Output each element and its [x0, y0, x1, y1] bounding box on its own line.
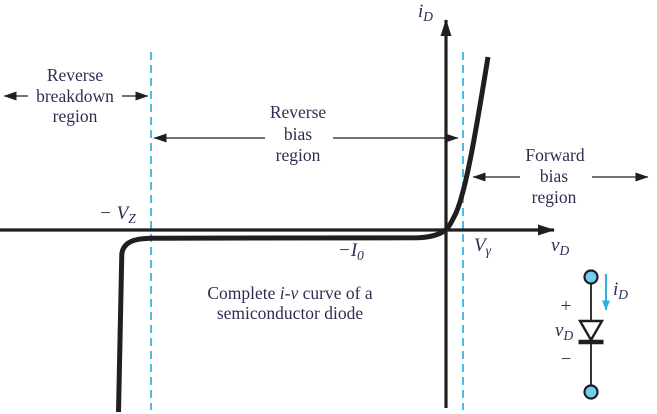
- caption-italic: i-v: [280, 283, 299, 303]
- caption-pre: Complete: [207, 283, 279, 303]
- diode-bottom-terminal: [583, 384, 599, 400]
- diode-current-base: i: [613, 279, 618, 300]
- annotation-arrows: [3, 91, 649, 182]
- figure-caption: Complete i-v curve of a semiconductor di…: [207, 283, 372, 323]
- forward-bias-line2: bias: [540, 166, 568, 186]
- neg-vz-label: − VZ: [99, 203, 136, 226]
- y-axis-label-base: i: [418, 1, 423, 22]
- reverse-breakdown-line2: breakdown: [36, 86, 114, 106]
- forward-bias-line3: region: [532, 187, 577, 207]
- diode-triangle-icon: [577, 319, 605, 343]
- diode-voltage-base: v: [555, 320, 564, 341]
- y-axis-label: iD: [418, 1, 433, 24]
- neg-i0-label: −I0: [338, 240, 364, 263]
- diode-current-label: iD: [613, 279, 628, 302]
- neg-i0-base: −I: [338, 240, 359, 261]
- iv-curve: [116, 56, 491, 413]
- x-axis-label-base: v: [551, 235, 560, 256]
- diode-voltage-label: vD: [555, 320, 573, 343]
- diode-voltage-sub: D: [562, 328, 573, 343]
- diode-plus-sign: +: [561, 296, 572, 317]
- diode-current-sub: D: [617, 287, 628, 302]
- v-gamma-label: Vγ: [474, 235, 492, 258]
- diode-top-terminal: [583, 269, 599, 285]
- reverse-breakdown-line1: Reverse: [47, 65, 104, 85]
- forward-bias-line1: Forward: [525, 145, 585, 165]
- y-axis-label-sub: D: [422, 9, 433, 24]
- caption-line2: semiconductor diode: [217, 303, 364, 323]
- reverse-bias-region-label: Reverse bias region: [270, 102, 327, 165]
- reverse-bias-line1: Reverse: [270, 102, 327, 122]
- reverse-bias-line3: region: [276, 145, 321, 165]
- neg-vz-sub: Z: [128, 211, 136, 226]
- caption-post: curve of a: [298, 283, 373, 303]
- reverse-bias-line2: bias: [284, 124, 312, 144]
- reverse-breakdown-region-label: Reverse breakdown region: [36, 65, 114, 126]
- forward-bias-region-label: Forward bias region: [525, 145, 585, 207]
- caption-line1: Complete i-v curve of a: [207, 283, 372, 303]
- neg-i0-sub: 0: [357, 248, 364, 263]
- diode-minus-sign: −: [561, 349, 572, 370]
- v-gamma-sub: γ: [486, 243, 492, 258]
- diode-symbol: iD + vD −: [555, 269, 628, 400]
- reverse-breakdown-line3: region: [53, 106, 98, 126]
- neg-vz-base: − V: [99, 203, 131, 224]
- v-gamma-base: V: [474, 235, 488, 256]
- x-axis-label-sub: D: [558, 243, 569, 258]
- x-axis-label: vD: [551, 235, 569, 258]
